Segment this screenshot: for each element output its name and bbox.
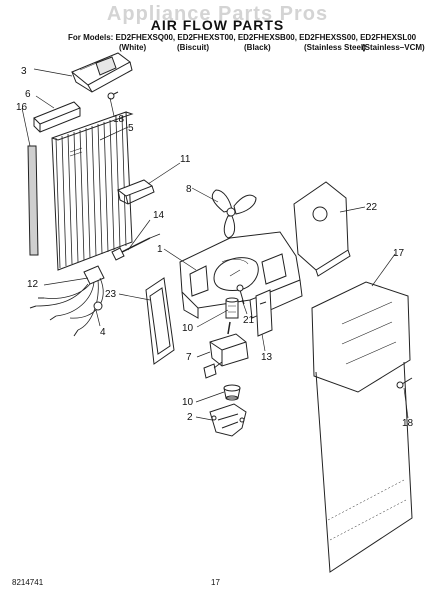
part-2-motor-bracket bbox=[209, 403, 247, 437]
callout-6: 6 bbox=[25, 89, 31, 100]
callout-12: 12 bbox=[27, 279, 39, 290]
callout-18-top: 18 bbox=[113, 114, 125, 125]
variant-black: (Black) bbox=[244, 43, 271, 52]
callout-labels: 3 6 18 5 16 11 14 12 4 8 1 23 22 17 10 2… bbox=[16, 66, 414, 429]
part-23-gasket-frame bbox=[145, 277, 175, 365]
part-17-rear-panel bbox=[311, 281, 413, 573]
callout-22: 22 bbox=[366, 202, 378, 213]
variant-stainless: (Stainless Steel) bbox=[304, 43, 366, 52]
part-8-fan-blade bbox=[211, 189, 257, 239]
callout-3: 3 bbox=[21, 66, 27, 77]
leader-lines bbox=[21, 68, 409, 421]
callout-7: 7 bbox=[186, 352, 192, 363]
part-10-grommet-upper bbox=[225, 297, 239, 319]
callout-16: 16 bbox=[16, 102, 28, 113]
callout-10-upper: 10 bbox=[182, 323, 194, 334]
models-line: For Models: ED2FHEXSQ00, ED2FHEXST00, ED… bbox=[68, 33, 417, 42]
callout-4: 4 bbox=[100, 327, 106, 338]
variant-stainless-vcm: (Stainless–VCM) bbox=[362, 43, 425, 52]
callout-5: 5 bbox=[128, 123, 134, 134]
callout-18-right: 18 bbox=[402, 418, 414, 429]
part-7-fan-motor bbox=[203, 321, 249, 379]
part-12-wire-harness bbox=[29, 265, 105, 337]
callout-10-lower: 10 bbox=[182, 397, 194, 408]
callout-1: 1 bbox=[157, 244, 163, 255]
part-18-screw-right bbox=[396, 377, 413, 389]
part-16-foam-strip bbox=[27, 145, 39, 256]
part-13-bracket bbox=[255, 289, 273, 337]
callout-17: 17 bbox=[393, 248, 405, 259]
part-10-grommet-lower bbox=[223, 384, 241, 401]
part-1-air-duct bbox=[179, 231, 303, 319]
callout-11: 11 bbox=[180, 154, 191, 165]
callout-21: 21 bbox=[243, 315, 255, 326]
part-22-duct-plate bbox=[293, 181, 351, 277]
callout-2: 2 bbox=[187, 412, 193, 423]
document-number: 8214741 bbox=[12, 578, 44, 587]
part-14-harness bbox=[111, 233, 161, 261]
variant-biscuit: (Biscuit) bbox=[177, 43, 209, 52]
watermark: Appliance Parts Pros bbox=[106, 3, 329, 25]
callout-23: 23 bbox=[105, 289, 117, 300]
part-6-gasket bbox=[33, 101, 81, 133]
variant-white: (White) bbox=[119, 43, 147, 52]
callout-13: 13 bbox=[261, 352, 273, 363]
callout-8: 8 bbox=[186, 184, 192, 195]
part-18-screw-top bbox=[107, 91, 119, 100]
part-3-duct-cover bbox=[71, 52, 133, 93]
part-5-evaporator-cover bbox=[51, 111, 134, 271]
model-variants: (White) (Biscuit) (Black) (Stainless Steel)… bbox=[119, 43, 425, 52]
part-11-sensor bbox=[116, 179, 155, 205]
part-21-screw bbox=[236, 284, 245, 305]
callout-14: 14 bbox=[153, 210, 165, 221]
page-number: 17 bbox=[211, 578, 220, 587]
page-title: AIR FLOW PARTS bbox=[150, 17, 285, 33]
